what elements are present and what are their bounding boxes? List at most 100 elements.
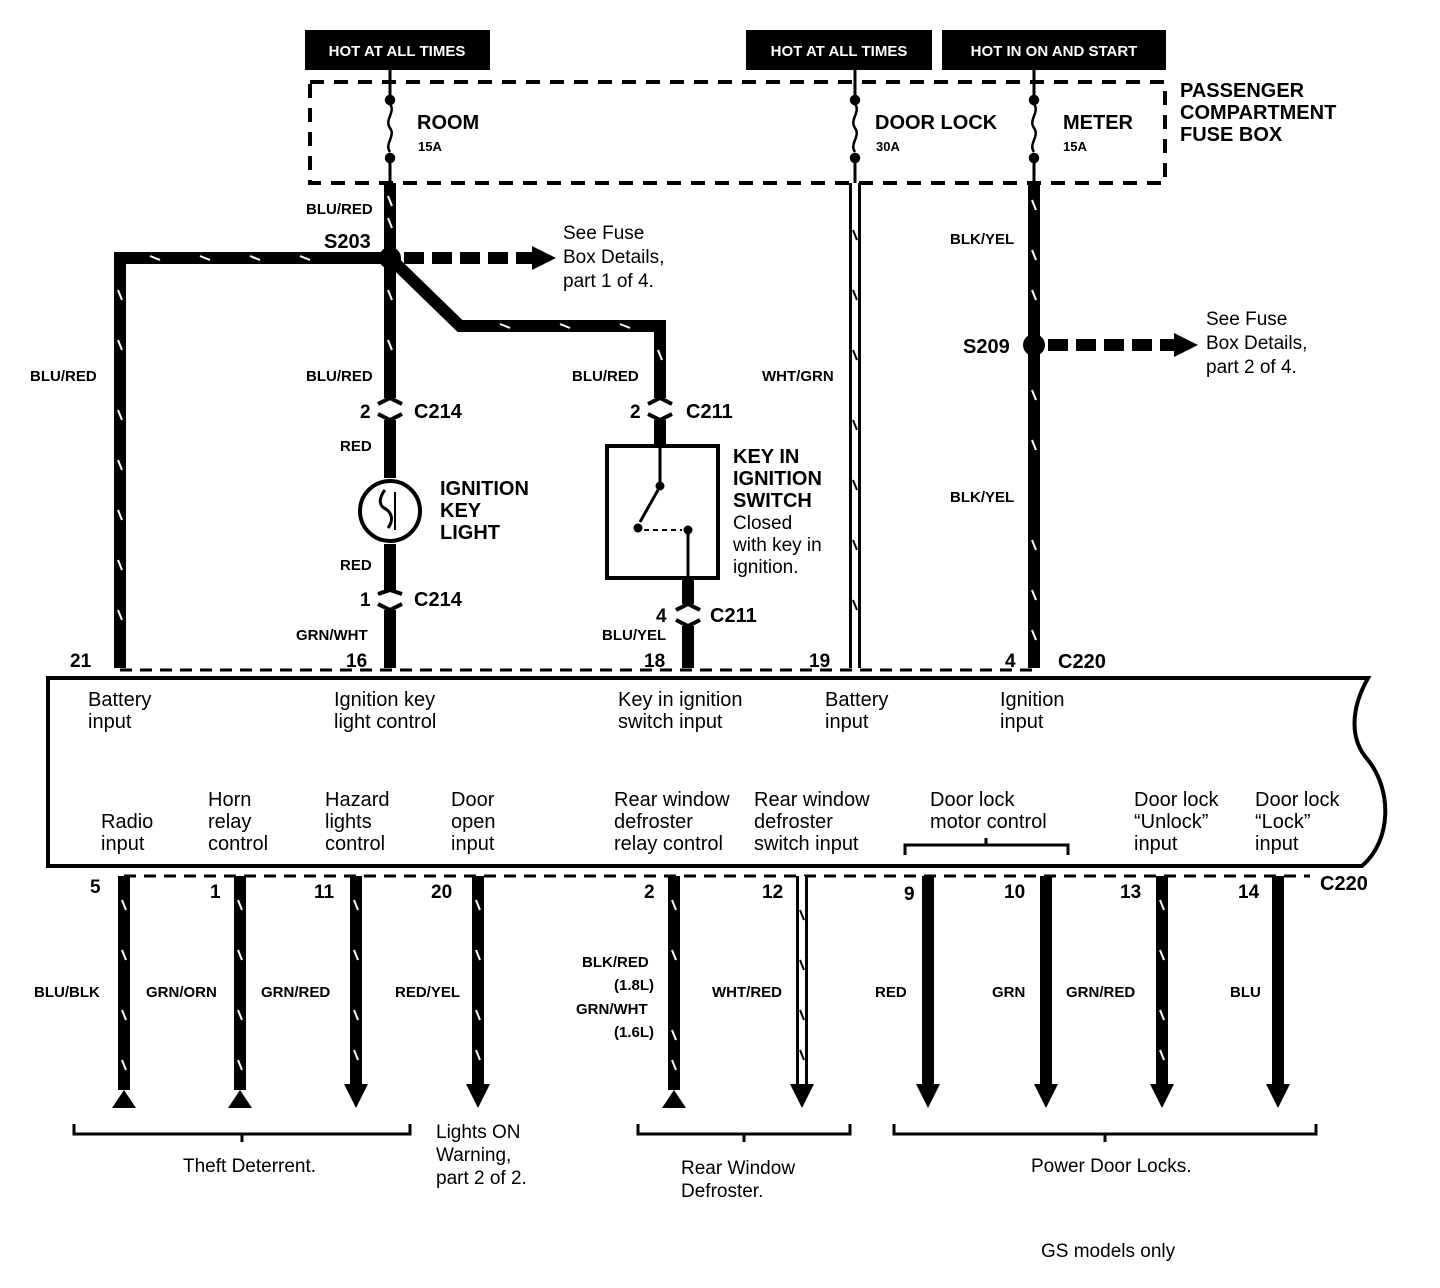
svg-text:WHT/RED: WHT/RED [712,984,782,1001]
svg-text:Box Details,: Box Details, [563,247,664,268]
svg-text:Battery: Battery [88,689,151,711]
svg-text:input: input [451,833,495,855]
svg-text:Door lock: Door lock [1134,789,1219,811]
svg-text:Door lock: Door lock [1255,789,1340,811]
header-hot-meter: HOT IN ON AND START [942,30,1166,70]
key-in-ignition-switch-title: KEY IN IGNITION SWITCH [733,446,822,512]
pin-21: 21 [70,651,92,672]
svg-text:Closed: Closed [733,513,792,534]
header-hot-door-lock: HOT AT ALL TIMES [746,30,932,70]
connector-c211-bottom [675,601,701,629]
c211-pin-2: 2 [630,402,641,423]
fuse-room-name: ROOM [417,112,479,134]
svg-text:KEY IN: KEY IN [733,446,799,468]
svg-text:Key in ignition: Key in ignition [618,689,743,711]
svg-text:GRN/RED: GRN/RED [261,984,330,1001]
svg-text:RED: RED [875,984,907,1001]
connector-c214-bottom [377,587,403,613]
fuse-room-rating: 15A [418,139,442,154]
group-braces [72,1124,1318,1142]
svg-text:Radio: Radio [101,811,153,833]
fuse-meter-name: METER [1063,112,1134,134]
wire-label-red-bottom: RED [340,557,372,574]
svg-text:input: input [1255,833,1299,855]
ignition-key-light-label: IGNITION KEY LIGHT [440,478,529,544]
wire-label-blu-red-left: BLU/RED [30,368,97,385]
fuse-meter [1028,94,1040,164]
svg-text:Ignition: Ignition [1000,689,1065,711]
wire-label-wht-grn: WHT/GRN [762,368,834,385]
bottom-wire-labels: BLU/BLK GRN/ORN GRN/RED RED/YEL BLK/RED … [34,954,1261,1041]
c220-label-bottom: C220 [1320,873,1368,895]
control-unit-box [46,676,1388,868]
svg-text:Box Details,: Box Details, [1206,333,1307,354]
bottom-wire-hatches [121,899,1165,1071]
svg-text:9: 9 [904,884,915,905]
svg-text:PASSENGER: PASSENGER [1180,80,1305,102]
s203-note: See Fuse Box Details, part 1 of 4. [563,223,664,292]
wire-label-red-top: RED [340,438,372,455]
svg-text:lights: lights [325,811,372,833]
pin-4: 4 [1005,651,1016,672]
svg-text:Horn: Horn [208,789,251,811]
svg-text:part 2 of 4.: part 2 of 4. [1206,357,1297,378]
group-lights-on: Lights ON Warning, part 2 of 2. [436,1122,527,1189]
ignition-key-light-symbol [358,479,422,543]
svg-text:open: open [451,811,496,833]
bottom-wire-ends [112,1084,1290,1108]
svg-text:BLU: BLU [1230,984,1261,1001]
svg-text:switch input: switch input [618,711,723,733]
svg-text:Rear Window: Rear Window [681,1158,795,1179]
svg-text:input: input [101,833,145,855]
svg-text:Battery: Battery [825,689,888,711]
pin-18: 18 [644,651,665,672]
svg-text:relay: relay [208,811,251,833]
group-theft-deterrent: Theft Deterrent. [183,1156,316,1177]
svg-text:(1.6L): (1.6L) [614,1024,654,1041]
top-input-labels: Battery input Ignition key light control… [88,689,1065,733]
svg-text:input: input [88,711,132,733]
svg-text:control: control [325,833,385,855]
svg-text:input: input [825,711,869,733]
c211-label-bottom: C211 [710,605,757,627]
svg-text:KEY: KEY [440,500,482,522]
svg-text:defroster: defroster [754,811,833,833]
svg-text:ignition.: ignition. [733,557,799,578]
svg-text:input: input [1134,833,1178,855]
svg-text:Door: Door [451,789,495,811]
splice-s203-label: S203 [324,231,371,253]
svg-text:IGNITION: IGNITION [733,468,822,490]
wire-label-grn-wht: GRN/WHT [296,627,368,644]
splice-s209-label: S209 [963,336,1010,358]
svg-text:See Fuse: See Fuse [563,223,644,244]
svg-text:See Fuse: See Fuse [1206,309,1287,330]
svg-text:Defroster.: Defroster. [681,1181,763,1202]
c214-pin-1: 1 [360,590,371,611]
svg-text:GRN/WHT: GRN/WHT [576,1001,648,1018]
c214-label-bottom: C214 [414,589,463,611]
splice-s203-dot [379,247,401,269]
thick-wires [114,183,1040,668]
fuse-room [384,94,396,164]
svg-text:light control: light control [334,711,436,733]
wire-label-blu-yel: BLU/YEL [602,627,666,644]
splice-s209-dot [1023,334,1045,356]
connector-c211-top [647,395,673,423]
wire-label-blk-yel-mid: BLK/YEL [950,489,1014,506]
key-in-ignition-switch-symbol [605,444,720,580]
svg-text:control: control [208,833,268,855]
svg-text:relay control: relay control [614,833,723,855]
bottom-wires [118,876,1284,1090]
wire-label-blk-yel-top: BLK/YEL [950,231,1014,248]
wire-label-blu-red-top: BLU/RED [306,201,373,218]
key-in-ignition-switch-desc: Closed with key in ignition. [732,513,822,578]
pin-19: 19 [809,651,830,672]
wire-wht-red [796,876,808,1086]
svg-text:Door lock: Door lock [930,789,1015,811]
svg-text:FUSE BOX: FUSE BOX [1180,124,1283,146]
fuse-leads [388,70,1036,183]
svg-text:defroster: defroster [614,811,693,833]
s203-arrow [404,246,556,270]
svg-text:BLK/RED: BLK/RED [582,954,649,971]
svg-text:Hazard: Hazard [325,789,389,811]
